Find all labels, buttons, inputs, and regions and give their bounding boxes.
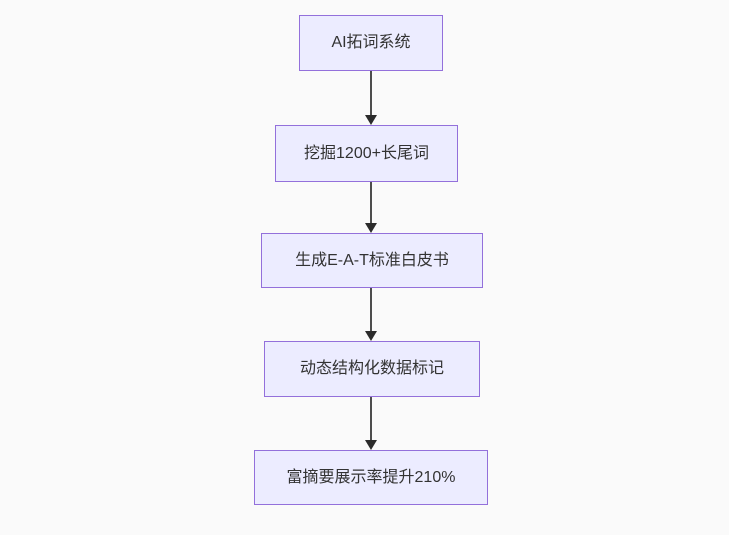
edge-line xyxy=(370,397,372,442)
edge-line xyxy=(370,288,372,333)
flow-node-label: 动态结构化数据标记 xyxy=(299,360,444,378)
flow-edge-c-to-d xyxy=(364,288,378,341)
flow-node-label: 富摘要展示率提升210% xyxy=(286,468,456,486)
flow-node-structured-data-markup: 动态结构化数据标记 xyxy=(264,341,480,397)
flow-edge-a-to-b xyxy=(364,71,378,125)
flow-edge-b-to-c xyxy=(364,182,378,233)
arrowhead-down-icon xyxy=(365,115,377,125)
arrowhead-down-icon xyxy=(365,440,377,450)
flow-node-label: 生成E-A-T标准白皮书 xyxy=(295,251,449,269)
edge-line xyxy=(370,182,372,225)
flow-node-eat-whitepaper: 生成E-A-T标准白皮书 xyxy=(261,233,483,288)
flow-node-label: AI拓词系统 xyxy=(331,34,411,52)
edge-line xyxy=(370,71,372,117)
arrowhead-down-icon xyxy=(365,331,377,341)
arrowhead-down-icon xyxy=(365,223,377,233)
flow-edge-d-to-e xyxy=(364,397,378,450)
flow-node-label: 挖掘1200+长尾词 xyxy=(304,144,429,162)
flow-node-rich-snippet-rate: 富摘要展示率提升210% xyxy=(254,450,488,505)
flow-node-longtail-keywords: 挖掘1200+长尾词 xyxy=(275,125,458,182)
flow-node-ai-word-expansion-system: AI拓词系统 xyxy=(299,15,443,71)
